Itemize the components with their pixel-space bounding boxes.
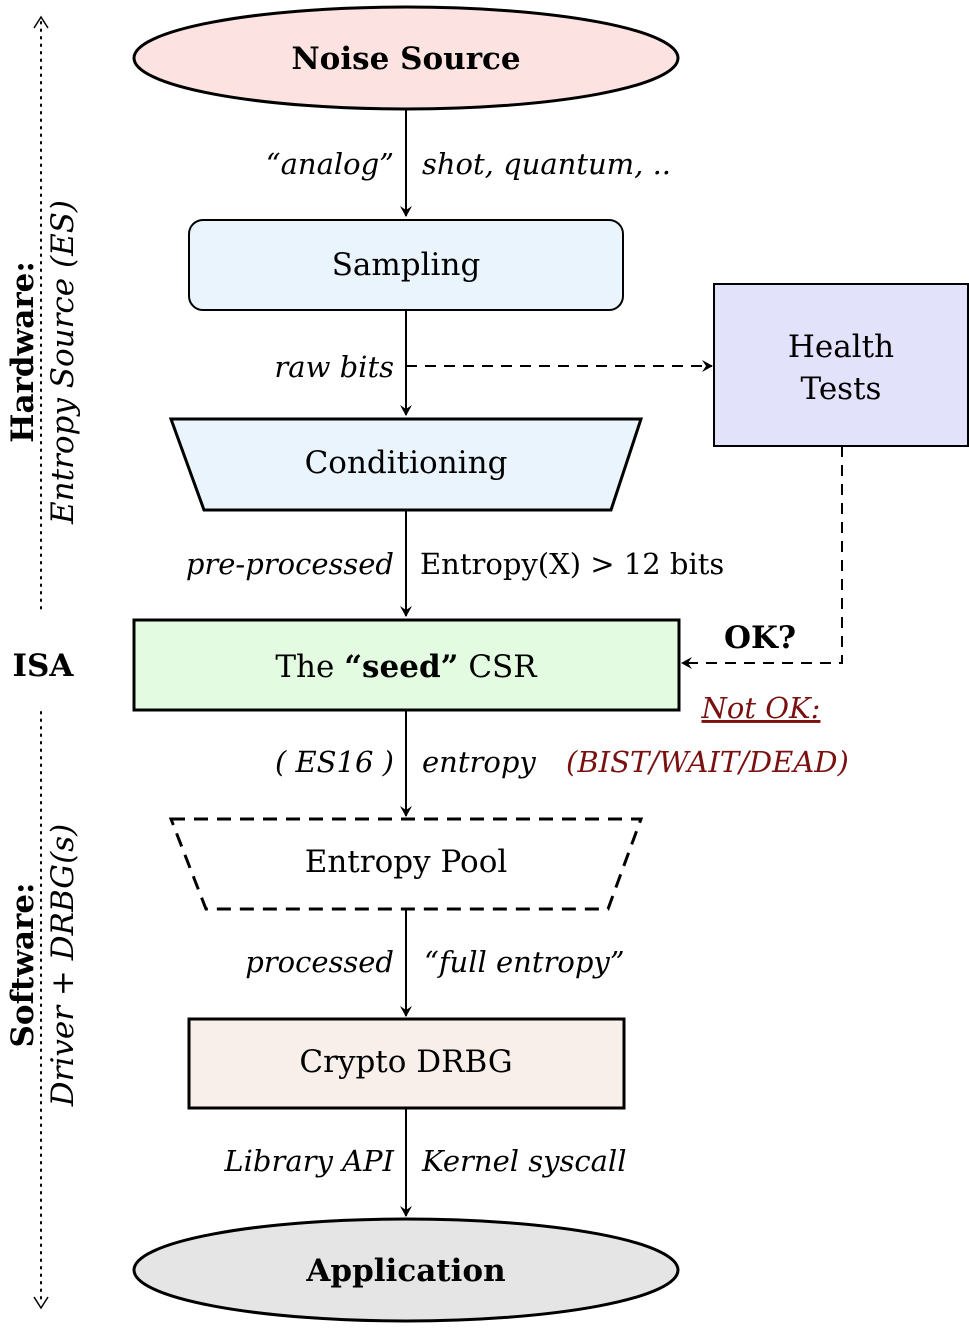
seed-prefix: The [275,649,334,685]
seed-bold: “seed” [344,649,458,685]
edge-raw-bits: raw bits [274,350,394,384]
driver-drbg-label: Driver + DRBG(s) [45,824,81,1107]
edge-not-ok: Not OK: [701,691,821,725]
edge-api-left: Library API [223,1144,394,1178]
crypto-drbg-node: Crypto DRBG [187,1017,626,1110]
seed-suffix: CSR [468,649,538,685]
edge-es16-right: entropy [422,745,536,779]
edge-analog-right: shot, quantum, .. [422,147,671,181]
seed-csr-node: The “seed” CSR [132,618,681,712]
entropy-pool-node: Entropy Pool [168,817,644,911]
crypto-drbg-label: Crypto DRBG [299,1044,512,1080]
sampling-node: Sampling [188,219,624,311]
edge-processed-right: “full entropy” [424,945,625,979]
conditioning-node: Conditioning [168,417,644,512]
isa-label: ISA [13,648,75,684]
software-label: Software: [5,883,41,1048]
edge-preprocessed-left: pre-processed [186,547,394,581]
edge-ok: OK? [724,620,796,656]
edge-es16-left: ( ES16 ) [275,745,394,779]
edge-api-right: Kernel syscall [421,1144,626,1178]
edge-analog-left: “analog” [266,147,394,181]
application-label: Application [305,1253,505,1289]
health-tests-label-line1: Health [788,329,894,365]
seed-csr-label: The “seed” CSR [275,649,538,685]
software-bracket-arrow [33,1296,49,1310]
hardware-label: Hardware: [5,261,41,443]
edge-processed-left: processed [245,945,394,979]
entropy-source-label: Entropy Source (ES) [45,200,81,525]
arrow-health-to-seed [681,446,843,669]
noise-source-node: Noise Source [132,5,680,111]
conditioning-label: Conditioning [305,445,508,481]
health-tests-node: Health Tests [713,283,969,447]
edge-preprocessed-right: Entropy(X) > 12 bits [420,547,724,581]
noise-source-label: Noise Source [291,41,520,77]
sampling-label: Sampling [332,247,481,283]
hardware-bracket-arrow [33,15,49,29]
application-node: Application [132,1217,680,1323]
entropy-pool-label: Entropy Pool [305,844,508,880]
health-tests-label-line2: Tests [801,371,882,407]
edge-es16-status: (BIST/WAIT/DEAD) [566,745,849,779]
